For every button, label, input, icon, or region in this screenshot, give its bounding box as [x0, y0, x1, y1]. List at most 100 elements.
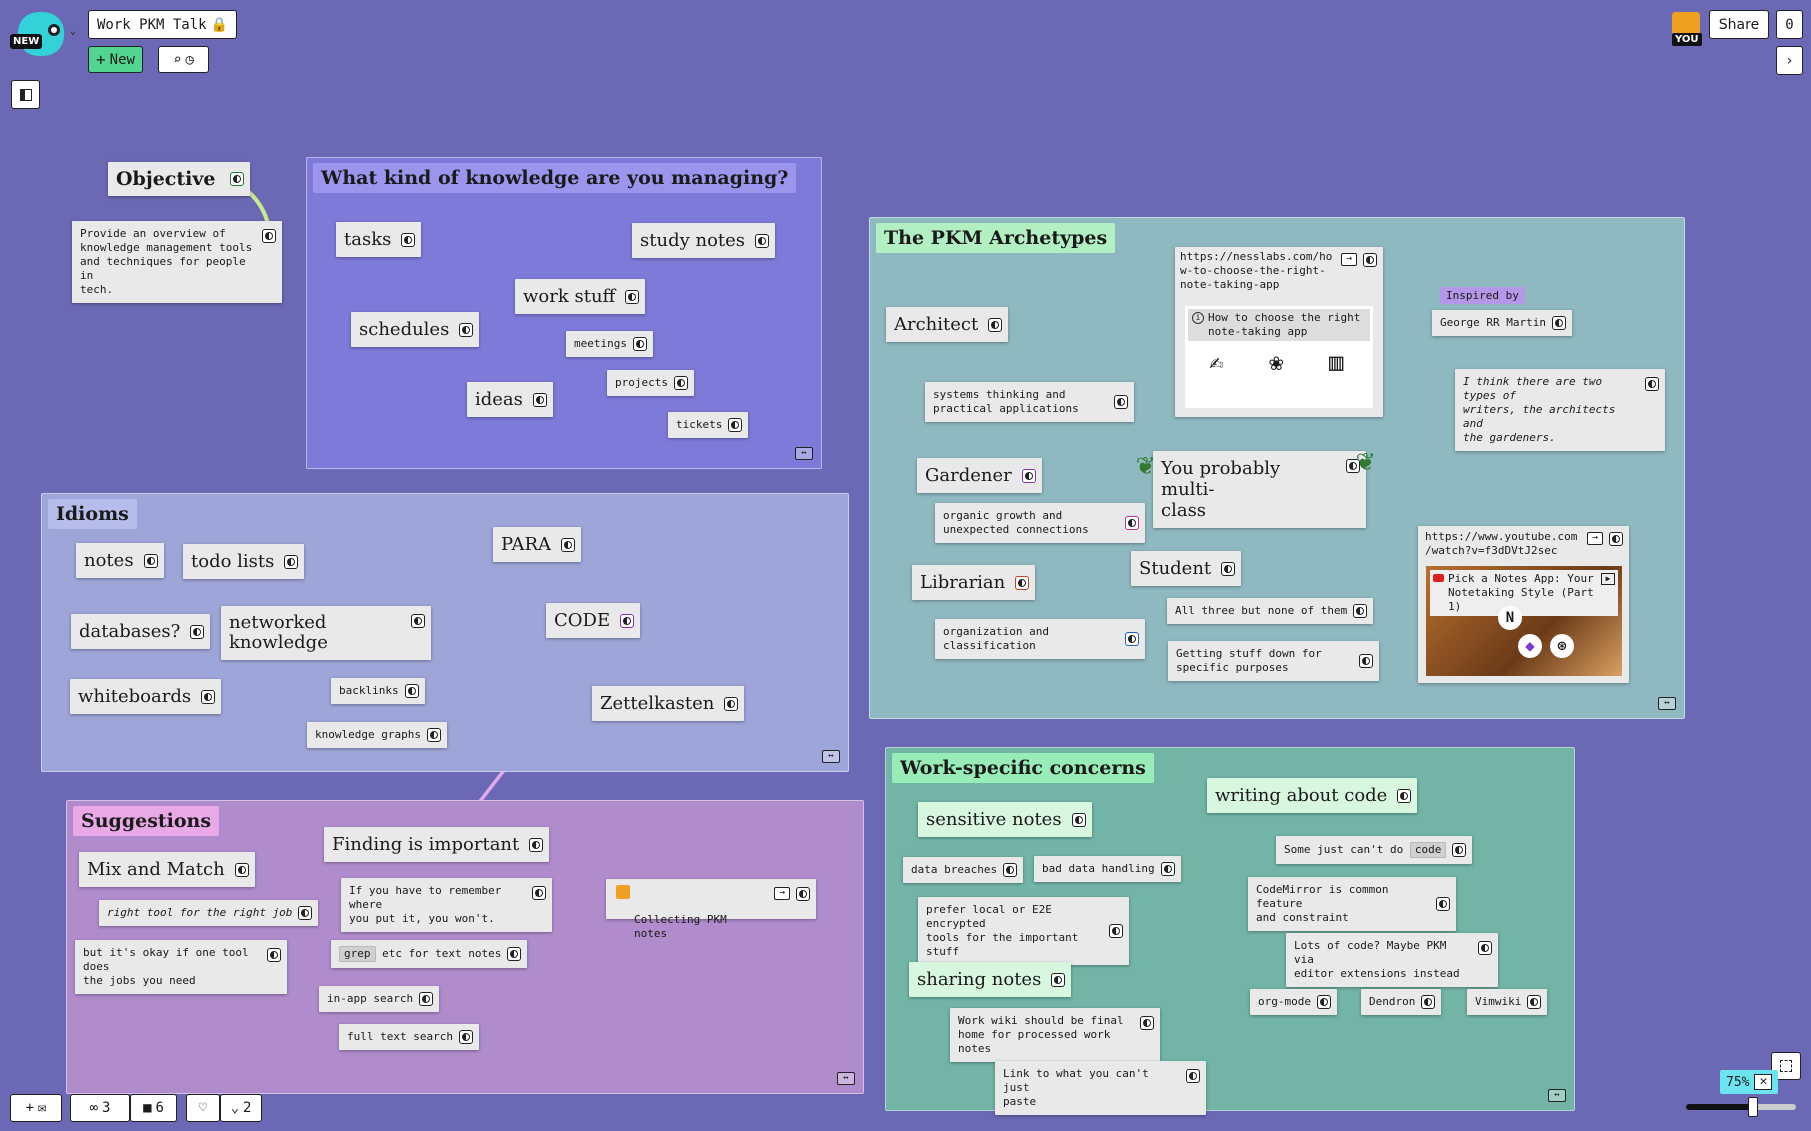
toggle-icon[interactable]	[262, 229, 276, 243]
card-whiteboards[interactable]: whiteboards	[70, 679, 222, 714]
toggle-icon[interactable]	[1551, 316, 1566, 330]
toggle-icon[interactable]	[1397, 788, 1412, 803]
toggle-icon[interactable]	[1140, 1016, 1154, 1030]
card-para[interactable]: PARA	[493, 527, 582, 562]
card-okay-one-tool[interactable]: but it's okay if one tool does the jobs …	[75, 940, 287, 994]
expand-icon[interactable]: ↔	[822, 750, 840, 763]
toggle-icon[interactable]	[229, 172, 244, 186]
open-link-icon[interactable]: →	[1587, 532, 1603, 545]
card-quote[interactable]: I think there are two types of writers, …	[1455, 369, 1665, 451]
card-architect[interactable]: Architect	[886, 307, 1009, 342]
toggle-icon[interactable]	[143, 553, 158, 568]
toggle-icon[interactable]	[507, 947, 522, 961]
card-schedules[interactable]: schedules	[351, 312, 480, 347]
card-mix-and-match[interactable]: Mix and Match	[79, 852, 255, 887]
card-gardener[interactable]: Gardener	[917, 458, 1042, 493]
link-url[interactable]: https://nesslabs.com/ho w-to-choose-the-…	[1180, 250, 1333, 291]
toggle-icon[interactable]	[1436, 897, 1450, 911]
card-finding-important[interactable]: Finding is important	[324, 827, 550, 862]
add-inbox-button[interactable]: +✉	[10, 1094, 62, 1122]
expand-icon[interactable]: ↔	[795, 447, 813, 460]
you-avatar[interactable]: YOU	[1672, 12, 1702, 48]
toggle-icon[interactable]	[1421, 995, 1436, 1009]
toggle-icon[interactable]	[459, 322, 474, 337]
card-zettelkasten[interactable]: Zettelkasten	[592, 686, 745, 721]
card-todo-lists[interactable]: todo lists	[183, 544, 305, 579]
toggle-icon[interactable]	[1346, 459, 1360, 473]
toggle-icon[interactable]	[1645, 377, 1659, 391]
toggle-icon[interactable]	[426, 728, 441, 742]
card-prefer-local[interactable]: prefer local or E2E encrypted tools for …	[918, 897, 1129, 965]
card-gardener-desc[interactable]: organic growth and unexpected connection…	[935, 503, 1145, 543]
zoom-slider-handle[interactable]	[1748, 1097, 1758, 1117]
card-sensitive-notes[interactable]: sensitive notes	[918, 802, 1092, 837]
zoom-slider[interactable]	[1686, 1097, 1796, 1117]
toggle-icon[interactable]	[1160, 862, 1175, 876]
toggle-icon[interactable]	[1186, 1069, 1200, 1083]
card-study-notes[interactable]: study notes	[632, 223, 776, 258]
expand-icon[interactable]: ↔	[1658, 697, 1676, 710]
card-meetings[interactable]: meetings	[566, 331, 653, 357]
toggle-icon[interactable]	[532, 392, 547, 407]
card-code[interactable]: CODE	[546, 603, 641, 638]
toggle-icon[interactable]	[1353, 604, 1368, 618]
card-george-rr-martin[interactable]: George RR Martin	[1432, 310, 1572, 336]
new-button[interactable]: +New	[88, 46, 143, 73]
toggle-icon[interactable]	[1452, 843, 1467, 857]
card-grep[interactable]: grep etc for text notes	[331, 940, 528, 968]
viewers-button[interactable]: ∞3	[70, 1094, 130, 1122]
card-tickets[interactable]: tickets	[668, 412, 749, 438]
card-work-stuff[interactable]: work stuff	[515, 279, 646, 314]
sidebar-toggle-button[interactable]	[11, 80, 40, 109]
open-link-icon[interactable]: →	[774, 887, 790, 900]
toggle-icon[interactable]	[673, 376, 688, 390]
close-icon[interactable]: ✕	[1754, 1074, 1773, 1090]
toggle-icon[interactable]	[620, 613, 635, 628]
card-notes[interactable]: notes	[76, 543, 164, 578]
card-in-app-search[interactable]: in-app search	[319, 986, 440, 1012]
open-link-icon[interactable]: →	[1341, 253, 1357, 266]
search-history-button[interactable]: ⌕◷	[158, 46, 209, 73]
toggle-icon[interactable]	[532, 886, 546, 900]
card-lots-of-code[interactable]: Lots of code? Maybe PKM via editor exten…	[1286, 933, 1498, 987]
zoom-level[interactable]: 75%✕	[1720, 1070, 1779, 1094]
toggle-icon[interactable]	[458, 1030, 473, 1044]
toggle-icon[interactable]	[561, 537, 576, 552]
toggle-icon[interactable]	[796, 887, 810, 901]
card-vimwiki[interactable]: Vimwiki	[1467, 989, 1548, 1015]
toggle-icon[interactable]	[1527, 995, 1542, 1009]
card-projects[interactable]: projects	[607, 370, 694, 396]
card-right-tool[interactable]: right tool for the right job	[99, 900, 319, 926]
card-multiclass[interactable]: You probably multi- class	[1153, 451, 1366, 528]
card-getting-stuff[interactable]: Getting stuff down for specific purposes	[1168, 641, 1379, 681]
toggle-icon[interactable]	[1021, 468, 1036, 483]
card-networked-knowledge[interactable]: networked knowledge	[221, 606, 431, 660]
card-bad-data-handling[interactable]: bad data handling	[1034, 856, 1181, 882]
toggle-icon[interactable]	[1221, 561, 1236, 576]
toggle-icon[interactable]	[1071, 812, 1086, 827]
expand-icon[interactable]: ↔	[837, 1072, 855, 1085]
card-architect-desc[interactable]: systems thinking and practical applicati…	[925, 382, 1134, 422]
card-work-wiki[interactable]: Work wiki should be final home for proce…	[950, 1008, 1160, 1062]
chevron-down-icon[interactable]: ⌄	[70, 26, 77, 37]
toggle-icon[interactable]	[1051, 972, 1066, 987]
board-title-button[interactable]: Work PKM Talk🔒	[88, 10, 238, 39]
card-remember[interactable]: If you have to remember where you put it…	[341, 878, 552, 932]
toggle-icon[interactable]	[1478, 941, 1492, 955]
toggle-icon[interactable]	[190, 624, 205, 639]
card-writing-about-code[interactable]: writing about code	[1207, 778, 1418, 813]
toggle-icon[interactable]	[284, 554, 299, 569]
collapse-right-button[interactable]: ›	[1776, 46, 1803, 75]
card-collecting-pkm[interactable]: Collecting PKM notes →	[606, 879, 816, 940]
card-ideas[interactable]: ideas	[467, 382, 553, 417]
card-knowledge-graphs[interactable]: knowledge graphs	[307, 722, 447, 748]
toggle-icon[interactable]	[1125, 632, 1139, 646]
video-button[interactable]: ■6	[130, 1094, 177, 1122]
app-logo[interactable]: NEW	[10, 10, 66, 58]
toggle-icon[interactable]	[1316, 995, 1331, 1009]
toggle-icon[interactable]	[1015, 575, 1030, 590]
card-librarian-desc[interactable]: organization and classification	[935, 619, 1145, 659]
link-card-youtube[interactable]: https://www.youtube.com /watch?v=f3dDVtJ…	[1418, 526, 1629, 683]
